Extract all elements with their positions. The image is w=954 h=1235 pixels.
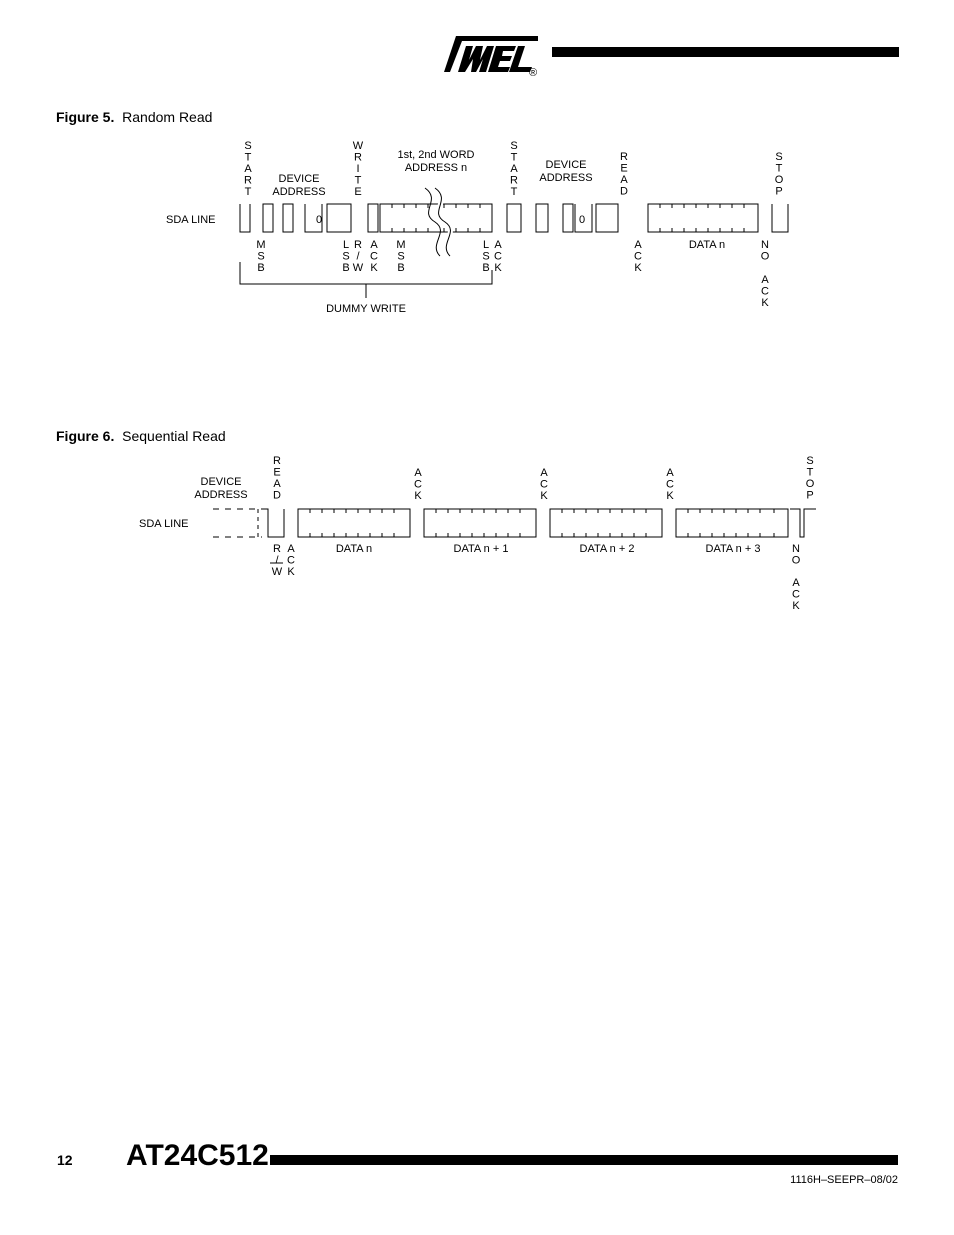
- figure6-caption: Figure 6. Sequential Read: [56, 428, 226, 444]
- figure5-zero-bit-2: 0: [579, 214, 585, 226]
- figure5-data-n-label: DATA n: [689, 239, 725, 251]
- footer-rule: [270, 1155, 898, 1165]
- registered-mark: ®: [529, 67, 537, 78]
- figure6-data-n1-label: DATA n + 1: [454, 543, 509, 555]
- figure6-data-n-label: DATA n: [336, 543, 372, 555]
- figure6-label: Figure 6.: [56, 428, 115, 444]
- figure5-caption: Figure 5. Random Read: [56, 109, 212, 125]
- atmel-logo: ®: [444, 36, 538, 78]
- page-number: 12: [57, 1152, 73, 1168]
- figure6-sda-line-label: SDA LINE: [139, 518, 189, 530]
- figure5-zero-bit: 0: [316, 214, 322, 226]
- product-name: AT24C512: [126, 1139, 269, 1172]
- figure5-title: Random Read: [122, 109, 213, 125]
- figure5-sda-line-label: SDA LINE: [166, 214, 216, 226]
- figure6-rw-label: R/W: [272, 543, 283, 578]
- figure6-data-n2-label: DATA n + 2: [580, 543, 635, 555]
- figure6-title: Sequential Read: [122, 428, 226, 444]
- document-code: 1116H–SEEPR–08/02: [790, 1174, 898, 1186]
- figure5-break-wave: [424, 185, 453, 258]
- header-rule: [552, 47, 899, 57]
- figure5-dummy-write-label: DUMMY WRITE: [326, 303, 406, 315]
- figure5-label: Figure 5.: [56, 109, 115, 125]
- figure6-data-n3-label: DATA n + 3: [706, 543, 761, 555]
- figure5-rw-label: R/W: [353, 239, 364, 274]
- atmel-logo-mark: [444, 36, 538, 72]
